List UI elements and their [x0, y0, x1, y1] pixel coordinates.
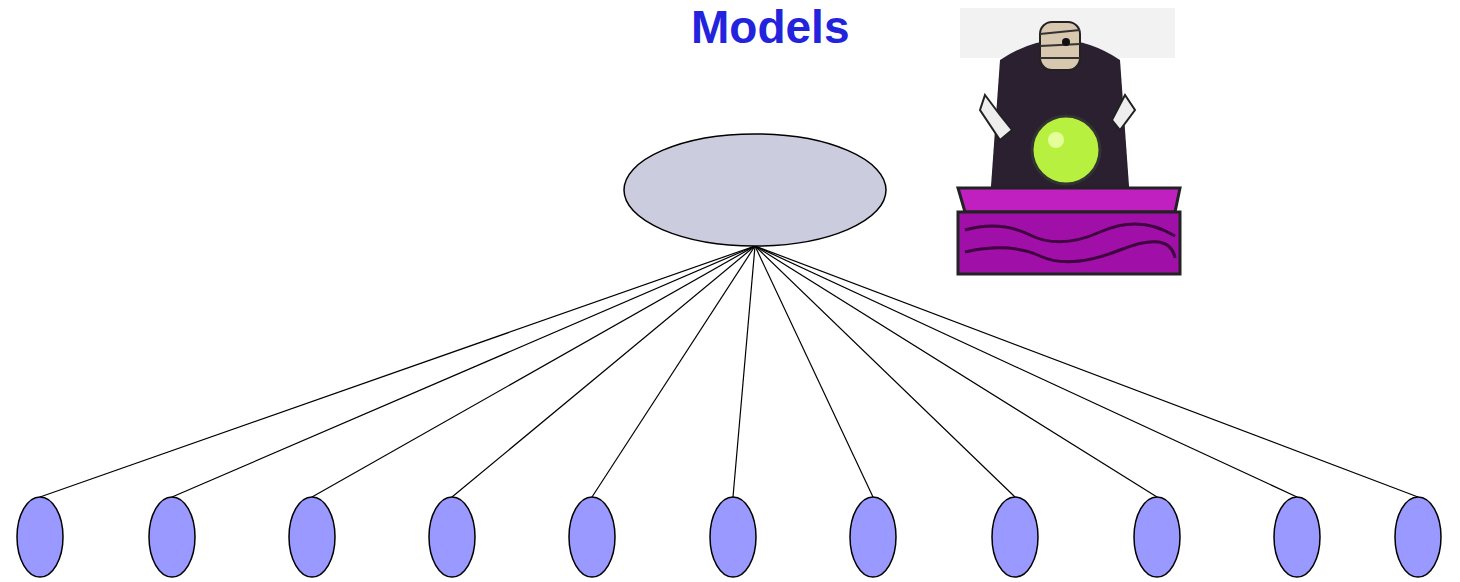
leaf-ellipse [849, 496, 897, 578]
fortune-teller [958, 8, 1180, 274]
leaf-ellipse [1394, 496, 1442, 578]
ellipse-outline [288, 496, 336, 578]
ellipse-outline [568, 496, 616, 578]
tree-connector [755, 246, 1015, 497]
leaf-ellipse [568, 496, 616, 578]
leaf-ellipse [148, 496, 196, 578]
ellipse-outline [148, 496, 196, 578]
tree-connector [733, 246, 755, 497]
leaf-ellipse [428, 496, 476, 578]
ellipse-outline [1394, 496, 1442, 578]
ellipse-outline [1133, 496, 1181, 578]
ellipse-outline [849, 496, 897, 578]
root-ellipse [623, 133, 887, 247]
leaf-ellipse [1273, 496, 1321, 578]
ellipse-outline [709, 496, 757, 578]
leaf-ellipse [288, 496, 336, 578]
leaf-ellipse [1133, 496, 1181, 578]
leaf-ellipse [709, 496, 757, 578]
tree-connector [172, 246, 755, 497]
ellipse-outline [991, 496, 1039, 578]
tree-connector [592, 246, 755, 497]
slide-title: Models [691, 2, 849, 53]
ellipse-outline [623, 133, 887, 247]
leaf-ellipse [991, 496, 1039, 578]
ellipse-outline [1273, 496, 1321, 578]
tree-connector [755, 246, 1157, 497]
tree-connector [452, 246, 755, 497]
tree-connector [755, 246, 1418, 497]
tree-connector [40, 246, 755, 497]
tree-connector [755, 246, 1297, 497]
tree-connector [312, 246, 755, 497]
leaf-ellipse [16, 496, 64, 578]
ellipse-outline [428, 496, 476, 578]
ellipse-outline [16, 496, 64, 578]
